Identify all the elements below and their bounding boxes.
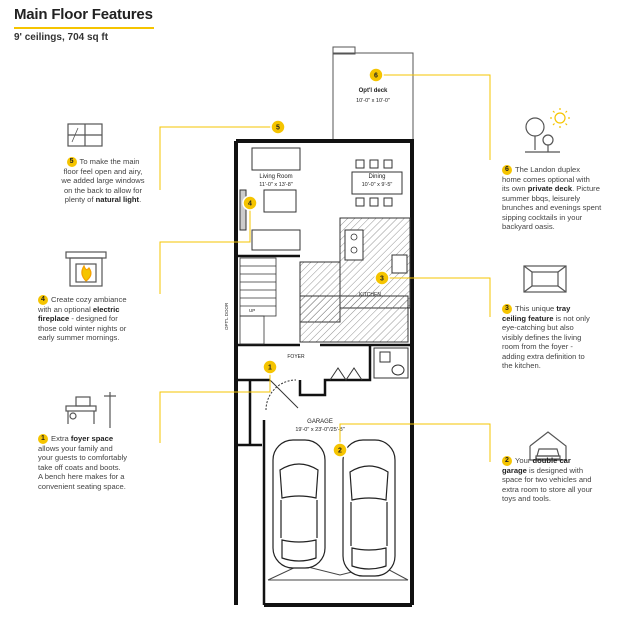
car-left [272,439,326,569]
foyer-label: FOYER [287,354,305,360]
marker-2: 2 [332,442,348,458]
car-right [342,439,396,577]
window-icon [67,123,103,147]
living-furniture [239,147,301,251]
interior-walls [234,254,412,605]
marker-1: 1 [262,359,278,375]
powder-room [373,347,409,379]
opt-door-label: OPT'L DOOR [224,302,229,330]
garage-dims: 19'-0" x 23'-0"/25'-8" [295,427,344,433]
leader-lines [159,74,491,462]
marker-3: 3 [374,270,390,286]
page-title: Main Floor Features [14,6,153,23]
tray-ceiling-icon [523,265,567,293]
svg-text:2: 2 [338,448,342,455]
feature-6-number: 6 [502,165,512,175]
feature-2-number: 2 [502,456,512,466]
svg-text:6: 6 [374,73,378,80]
svg-text:4: 4 [248,201,252,208]
dining-dims: 10'-0" x 9'-5" [362,182,393,188]
svg-text:5: 5 [276,125,280,132]
kitchen-label: KITCHEN [359,292,381,298]
deck-outline [332,46,414,142]
living-room-dims: 11'-0" x 13'-8" [259,182,292,188]
dining-label: Dining [368,174,385,180]
foyer-door [265,379,299,411]
page-subtitle: 9' ceilings, 704 sq ft [14,32,109,43]
svg-text:3: 3 [380,276,384,283]
garage-label: GARAGE [307,419,333,425]
fireplace-icon [65,251,107,287]
living-room-label: Living Room [259,174,292,180]
feature-1-number: 1 [38,434,48,444]
marker-4: 4 [242,195,258,211]
svg-text:1: 1 [268,365,272,372]
deck-label: Opt'l deck [359,88,388,94]
foyer-bench-icon [65,392,116,428]
feature-3-number: 3 [502,304,512,314]
foyer-closet [329,367,363,381]
feature-4-number: 4 [38,295,48,305]
dining-furniture [351,159,403,207]
deck-dims: 10'-0" x 10'-0" [356,98,390,104]
stair-up-label: UP [249,308,255,313]
stairs [239,257,277,345]
feature-5-number: 5 [66,157,77,167]
exterior-walls [234,139,414,607]
garage-car-icon [529,431,567,461]
kitchen-hatch [299,217,411,343]
title-rule [14,27,154,29]
deck-tree-sun-icon [525,108,570,153]
marker-6: 6 [368,67,384,83]
marker-5: 5 [270,119,286,135]
